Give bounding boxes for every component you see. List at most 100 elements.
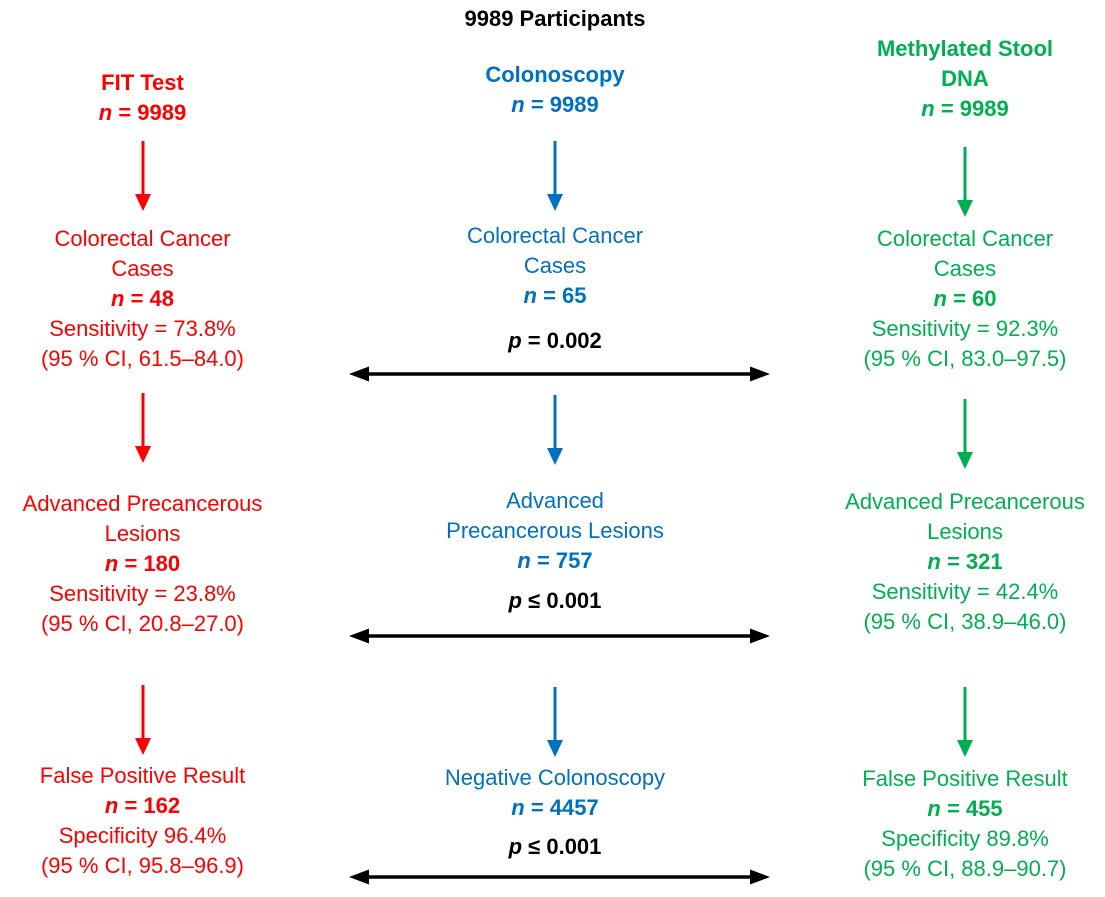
p-symbol: p [508, 834, 523, 859]
box-n: n = 757 [405, 546, 705, 576]
box-title-line: Cases [523, 253, 587, 278]
box-stat: (95 % CI, 38.9–46.0) [863, 609, 1067, 634]
box-title-line: Advanced [506, 488, 604, 513]
box-stat: (95 % CI, 83.0–97.5) [863, 346, 1067, 371]
comparison-arrow-3-icon [349, 869, 770, 885]
box-stat: Sensitivity = 23.8% [49, 581, 236, 606]
box-title-line: Advanced Precancerous [22, 491, 263, 516]
n-symbol: n [927, 549, 941, 574]
n-value: = 162 [118, 793, 181, 818]
box-title-line: Advanced Precancerous [845, 489, 1085, 514]
dna-header-title: Methylated Stool [876, 36, 1053, 61]
box-n: n = 455 [815, 794, 1105, 824]
dna-header-n: n = 9989 [815, 94, 1105, 124]
box-title-line: Cases [933, 256, 997, 281]
box-n: n = 162 [0, 791, 295, 821]
box-stat: (95 % CI, 95.8–96.9) [40, 853, 244, 878]
n-symbol: n [511, 795, 525, 820]
n-value: = 4457 [524, 795, 599, 820]
box-title-line: False Positive Result [862, 766, 1068, 791]
box-n: n = 48 [0, 284, 295, 314]
diagram-title: 9989 Participants [464, 6, 646, 31]
n-value: = 455 [940, 796, 1003, 821]
n-symbol: n [933, 286, 947, 311]
p-value-text: ≤ 0.001 [522, 588, 602, 613]
n-symbol: n [111, 286, 125, 311]
dna-box-colorectal-cancer: Colorectal Cancer Cases n = 60 Sensitivi… [815, 224, 1105, 374]
p-value-text: = 0.002 [521, 328, 602, 353]
fit-down-arrow-2-icon [134, 393, 151, 463]
comparison-arrow-1-icon [349, 366, 770, 382]
n-symbol: n [98, 100, 113, 125]
fit-box-precancerous-lesions: Advanced Precancerous Lesions n = 180 Se… [0, 489, 295, 639]
box-title-line: Negative Colonoscopy [444, 765, 666, 790]
colonoscopy-box-colorectal-cancer: Colorectal Cancer Cases n = 65 [405, 221, 705, 311]
dna-header-title: DNA [941, 66, 989, 91]
dna-down-arrow-2-icon [957, 399, 973, 469]
n-symbol: n [104, 793, 119, 818]
box-n: n = 60 [815, 284, 1105, 314]
dna-down-arrow-1-icon [957, 147, 973, 217]
box-stat: (95 % CI, 61.5–84.0) [40, 346, 244, 371]
n-value: = 180 [118, 551, 181, 576]
colonoscopy-down-arrow-1-icon [547, 141, 563, 211]
n-value: = 9989 [934, 96, 1009, 121]
box-n: n = 4457 [405, 793, 705, 823]
box-stat: (95 % CI, 88.9–90.7) [863, 856, 1067, 881]
fit-column: FIT Test n = 9989 Colorectal Cancer Case… [0, 0, 295, 897]
colonoscopy-down-arrow-3-icon [547, 687, 563, 757]
n-value: = 65 [536, 283, 587, 308]
n-symbol: n [517, 548, 531, 573]
colonoscopy-column: Colonoscopy n = 9989 Colorectal Cancer C… [405, 0, 705, 897]
n-symbol: n [104, 551, 119, 576]
fit-down-arrow-3-icon [134, 685, 151, 755]
box-title-line: Lesions [927, 519, 1003, 544]
box-stat: Sensitivity = 73.8% [49, 316, 236, 341]
box-n: n = 180 [0, 549, 295, 579]
n-symbol: n [927, 796, 941, 821]
n-value: = 9989 [524, 92, 599, 117]
dna-box-false-positive: False Positive Result n = 455 Specificit… [815, 764, 1105, 884]
box-title-line: Colorectal Cancer [466, 223, 644, 248]
n-value: = 60 [946, 286, 997, 311]
colonoscopy-header-n: n = 9989 [405, 90, 705, 120]
box-title-line: Lesions [104, 521, 181, 546]
fit-header-n: n = 9989 [0, 98, 295, 128]
box-title-line: False Positive Result [39, 763, 246, 788]
p-value-2: p ≤ 0.001 [405, 586, 705, 616]
box-title-line: Precancerous Lesions [446, 518, 664, 543]
box-stat: Sensitivity = 92.3% [871, 316, 1059, 341]
box-title-line: Cases [111, 256, 174, 281]
box-n: n = 321 [815, 547, 1105, 577]
box-title-line: Colorectal Cancer [876, 226, 1054, 251]
n-symbol: n [921, 96, 935, 121]
p-symbol: p [508, 328, 522, 353]
fit-header-title: FIT Test [101, 70, 184, 95]
dna-header: Methylated Stool DNA n = 9989 [815, 34, 1105, 124]
n-value: = 48 [124, 286, 174, 311]
fit-down-arrow-1-icon [134, 141, 151, 211]
box-stat: Sensitivity = 42.4% [871, 579, 1059, 604]
dna-box-precancerous-lesions: Advanced Precancerous Lesions n = 321 Se… [815, 487, 1105, 637]
comparison-arrow-2-icon [349, 628, 770, 644]
p-symbol: p [508, 588, 523, 613]
box-stat: Specificity 89.8% [881, 826, 1049, 851]
box-n: n = 65 [405, 281, 705, 311]
colonoscopy-box-precancerous-lesions: Advanced Precancerous Lesions n = 757 [405, 486, 705, 576]
fit-box-false-positive: False Positive Result n = 162 Specificit… [0, 761, 295, 881]
box-stat: Specificity 96.4% [58, 823, 227, 848]
colonoscopy-header: Colonoscopy n = 9989 [405, 60, 705, 120]
n-symbol: n [511, 92, 525, 117]
p-value-1: p = 0.002 [405, 326, 705, 356]
colonoscopy-box-negative: Negative Colonoscopy n = 4457 [405, 763, 705, 823]
n-symbol: n [523, 283, 537, 308]
dna-down-arrow-3-icon [957, 687, 973, 757]
n-value: = 9989 [112, 100, 187, 125]
colonoscopy-down-arrow-2-icon [547, 395, 563, 465]
fit-box-colorectal-cancer: Colorectal Cancer Cases n = 48 Sensitivi… [0, 224, 295, 374]
n-value: = 757 [530, 548, 593, 573]
fit-header: FIT Test n = 9989 [0, 68, 295, 128]
colonoscopy-header-title: Colonoscopy [485, 62, 625, 87]
dna-column: Methylated Stool DNA n = 9989 Colorectal… [815, 0, 1105, 897]
